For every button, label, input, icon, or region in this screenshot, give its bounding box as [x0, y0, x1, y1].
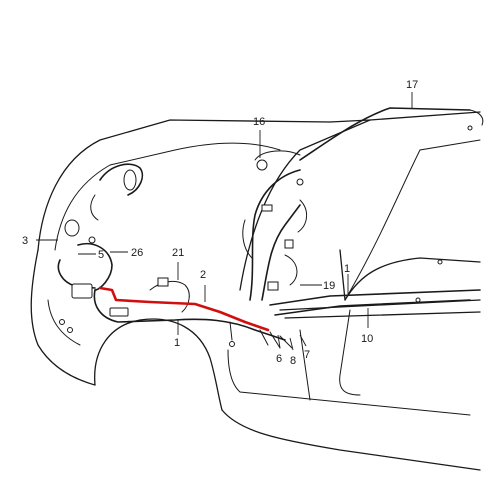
dash-connector-a — [261, 204, 273, 212]
dash-connector-d — [296, 178, 304, 186]
callout-1-left: 1 — [174, 337, 180, 349]
relay-box — [71, 283, 93, 299]
lower-connector-b — [59, 319, 65, 325]
roof-connector — [467, 125, 473, 131]
connector-16 — [256, 159, 268, 171]
car-body-outline — [30, 111, 481, 471]
callout-5: 5 — [98, 249, 104, 261]
connectors — [59, 125, 473, 347]
callout-17: 17 — [406, 79, 418, 91]
callout-1-right: 1 — [344, 263, 350, 275]
callout-2: 2 — [200, 269, 206, 281]
dash-connector-b — [284, 239, 294, 249]
highlighted-harness-2 — [98, 286, 270, 332]
lower-connector-a — [67, 327, 73, 333]
callout-7: 7 — [304, 349, 310, 361]
plug-connector — [109, 307, 129, 317]
connector-21 — [157, 277, 169, 287]
dash-connector-c — [267, 281, 279, 291]
callout-26: 26 — [131, 247, 143, 259]
callout-16: 16 — [253, 116, 265, 128]
connector-26 — [88, 236, 96, 244]
door-connector — [437, 259, 443, 265]
callout-21: 21 — [172, 247, 184, 259]
callout-3: 3 — [22, 235, 28, 247]
callout-labels: 3 5 26 21 2 16 17 19 1 10 1 6 8 7 — [22, 79, 418, 367]
callout-19: 19 — [323, 280, 335, 292]
horn-component — [64, 219, 80, 237]
wiring-harnesses — [57, 107, 484, 349]
lower-connector-c — [229, 341, 235, 347]
callout-6: 6 — [276, 353, 282, 365]
floor-connector — [415, 297, 421, 303]
callout-10: 10 — [361, 333, 373, 345]
leader-lines — [36, 92, 413, 351]
headlight-connector — [123, 169, 137, 191]
callout-8: 8 — [290, 355, 296, 367]
